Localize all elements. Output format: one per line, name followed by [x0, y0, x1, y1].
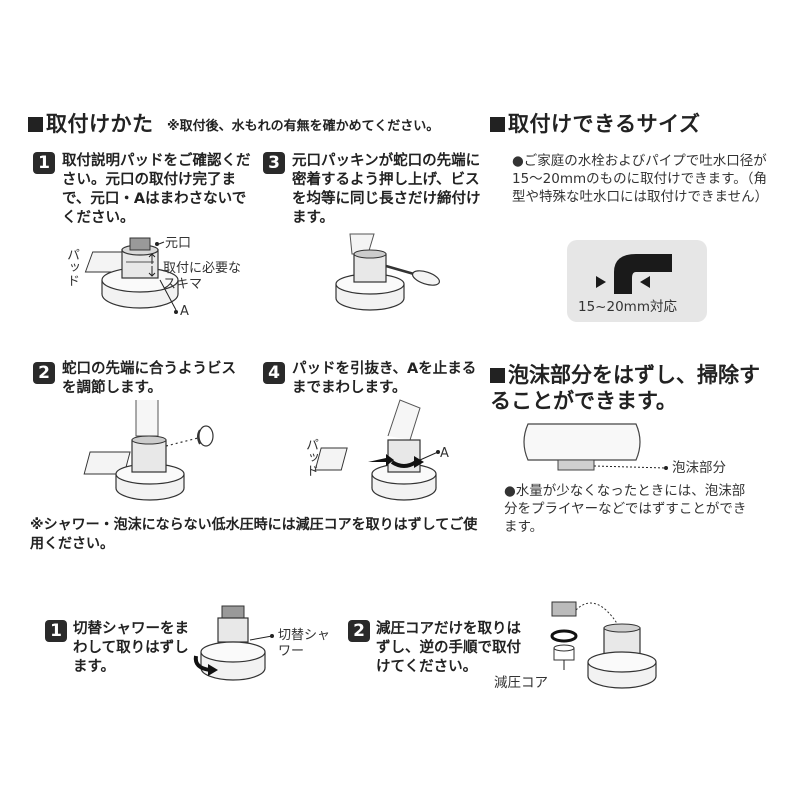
size-section-title: 取付けできるサイズ [490, 108, 700, 138]
foam-section-title: 泡沫部分をはずし、掃除することができます。 [490, 363, 760, 413]
step-2-number: 2 [33, 362, 55, 384]
pad-label-step-4: パッド [303, 438, 318, 477]
bullet-icon: ● [512, 153, 524, 169]
step-3-number: 3 [263, 152, 285, 174]
square-bullet-icon [28, 117, 43, 132]
size-range-panel [567, 240, 707, 322]
a-label-step-4: A [440, 446, 449, 461]
step-1-faucet-illustration [84, 237, 179, 314]
foam-cleaning-note: ●水量が少なくなったときには、泡沫部分をプライヤーなどではずすことができます。 [504, 483, 747, 535]
bullet-icon: ● [504, 483, 516, 499]
install-section-title: 取付けかた [28, 108, 154, 138]
switch-shower-label: 切替シャワー [278, 628, 331, 659]
step-2-text: 蛇口の先端に合うようビスを調節します。 [62, 361, 236, 396]
foam-part-label: 泡沫部分 [672, 460, 726, 476]
switch-shower-illustration [193, 605, 274, 681]
foam-aerator-illustration [523, 423, 668, 471]
step-3-text: 元口パッキンが蛇口の先端に密着するよう押し上げ、ビスを均等に同じ長さだけ締付けま… [292, 153, 481, 226]
square-bullet-icon [490, 368, 505, 383]
gap-label: 取付に必要なスキマ [163, 261, 242, 292]
step-4-faucet-illustration [314, 399, 440, 501]
step-2-faucet-illustration [83, 400, 214, 501]
step-3-faucet-illustration [335, 233, 441, 311]
square-bullet-icon [490, 117, 505, 132]
size-range-label: 15~20mm対応 [578, 299, 677, 315]
step-4-text: パッドを引抜き、Aを止まるまでまわします。 [292, 361, 477, 396]
motoguchi-label: 元口 [165, 236, 192, 251]
bottom-step-2-text: 減圧コアだけを取りはずし、逆の手順で取付けてください。 [376, 621, 521, 675]
step-4-number: 4 [263, 362, 285, 384]
spout-diameter-icon [596, 254, 672, 294]
bottom-step-1-text: 切替シャワーをまわして取りはずします。 [73, 621, 189, 675]
step-1-number: 1 [33, 152, 55, 174]
reducer-core-illustration [550, 601, 657, 689]
pad-label: パッド [64, 248, 79, 287]
bottom-step-1-number: 1 [45, 620, 67, 642]
bottom-step-2-number: 2 [348, 620, 370, 642]
low-pressure-note: ※シャワー・泡沫にならない低水圧時には減圧コアを取りはずしてご使用ください。 [30, 517, 478, 552]
a-label: A [180, 304, 189, 319]
install-water-leak-note: ※取付後、水もれの有無を確かめてください。 [167, 119, 440, 134]
size-description: ●ご家庭の水栓およびパイプで吐水口径が15～20mmのものに取付けできます。（角… [512, 153, 769, 205]
step-1-text: 取付説明パッドをご確認ください。元口の取付け完了まで、元口・Aはまわさないでくだ… [62, 153, 251, 226]
reducer-core-label: 減圧コア [494, 675, 548, 691]
